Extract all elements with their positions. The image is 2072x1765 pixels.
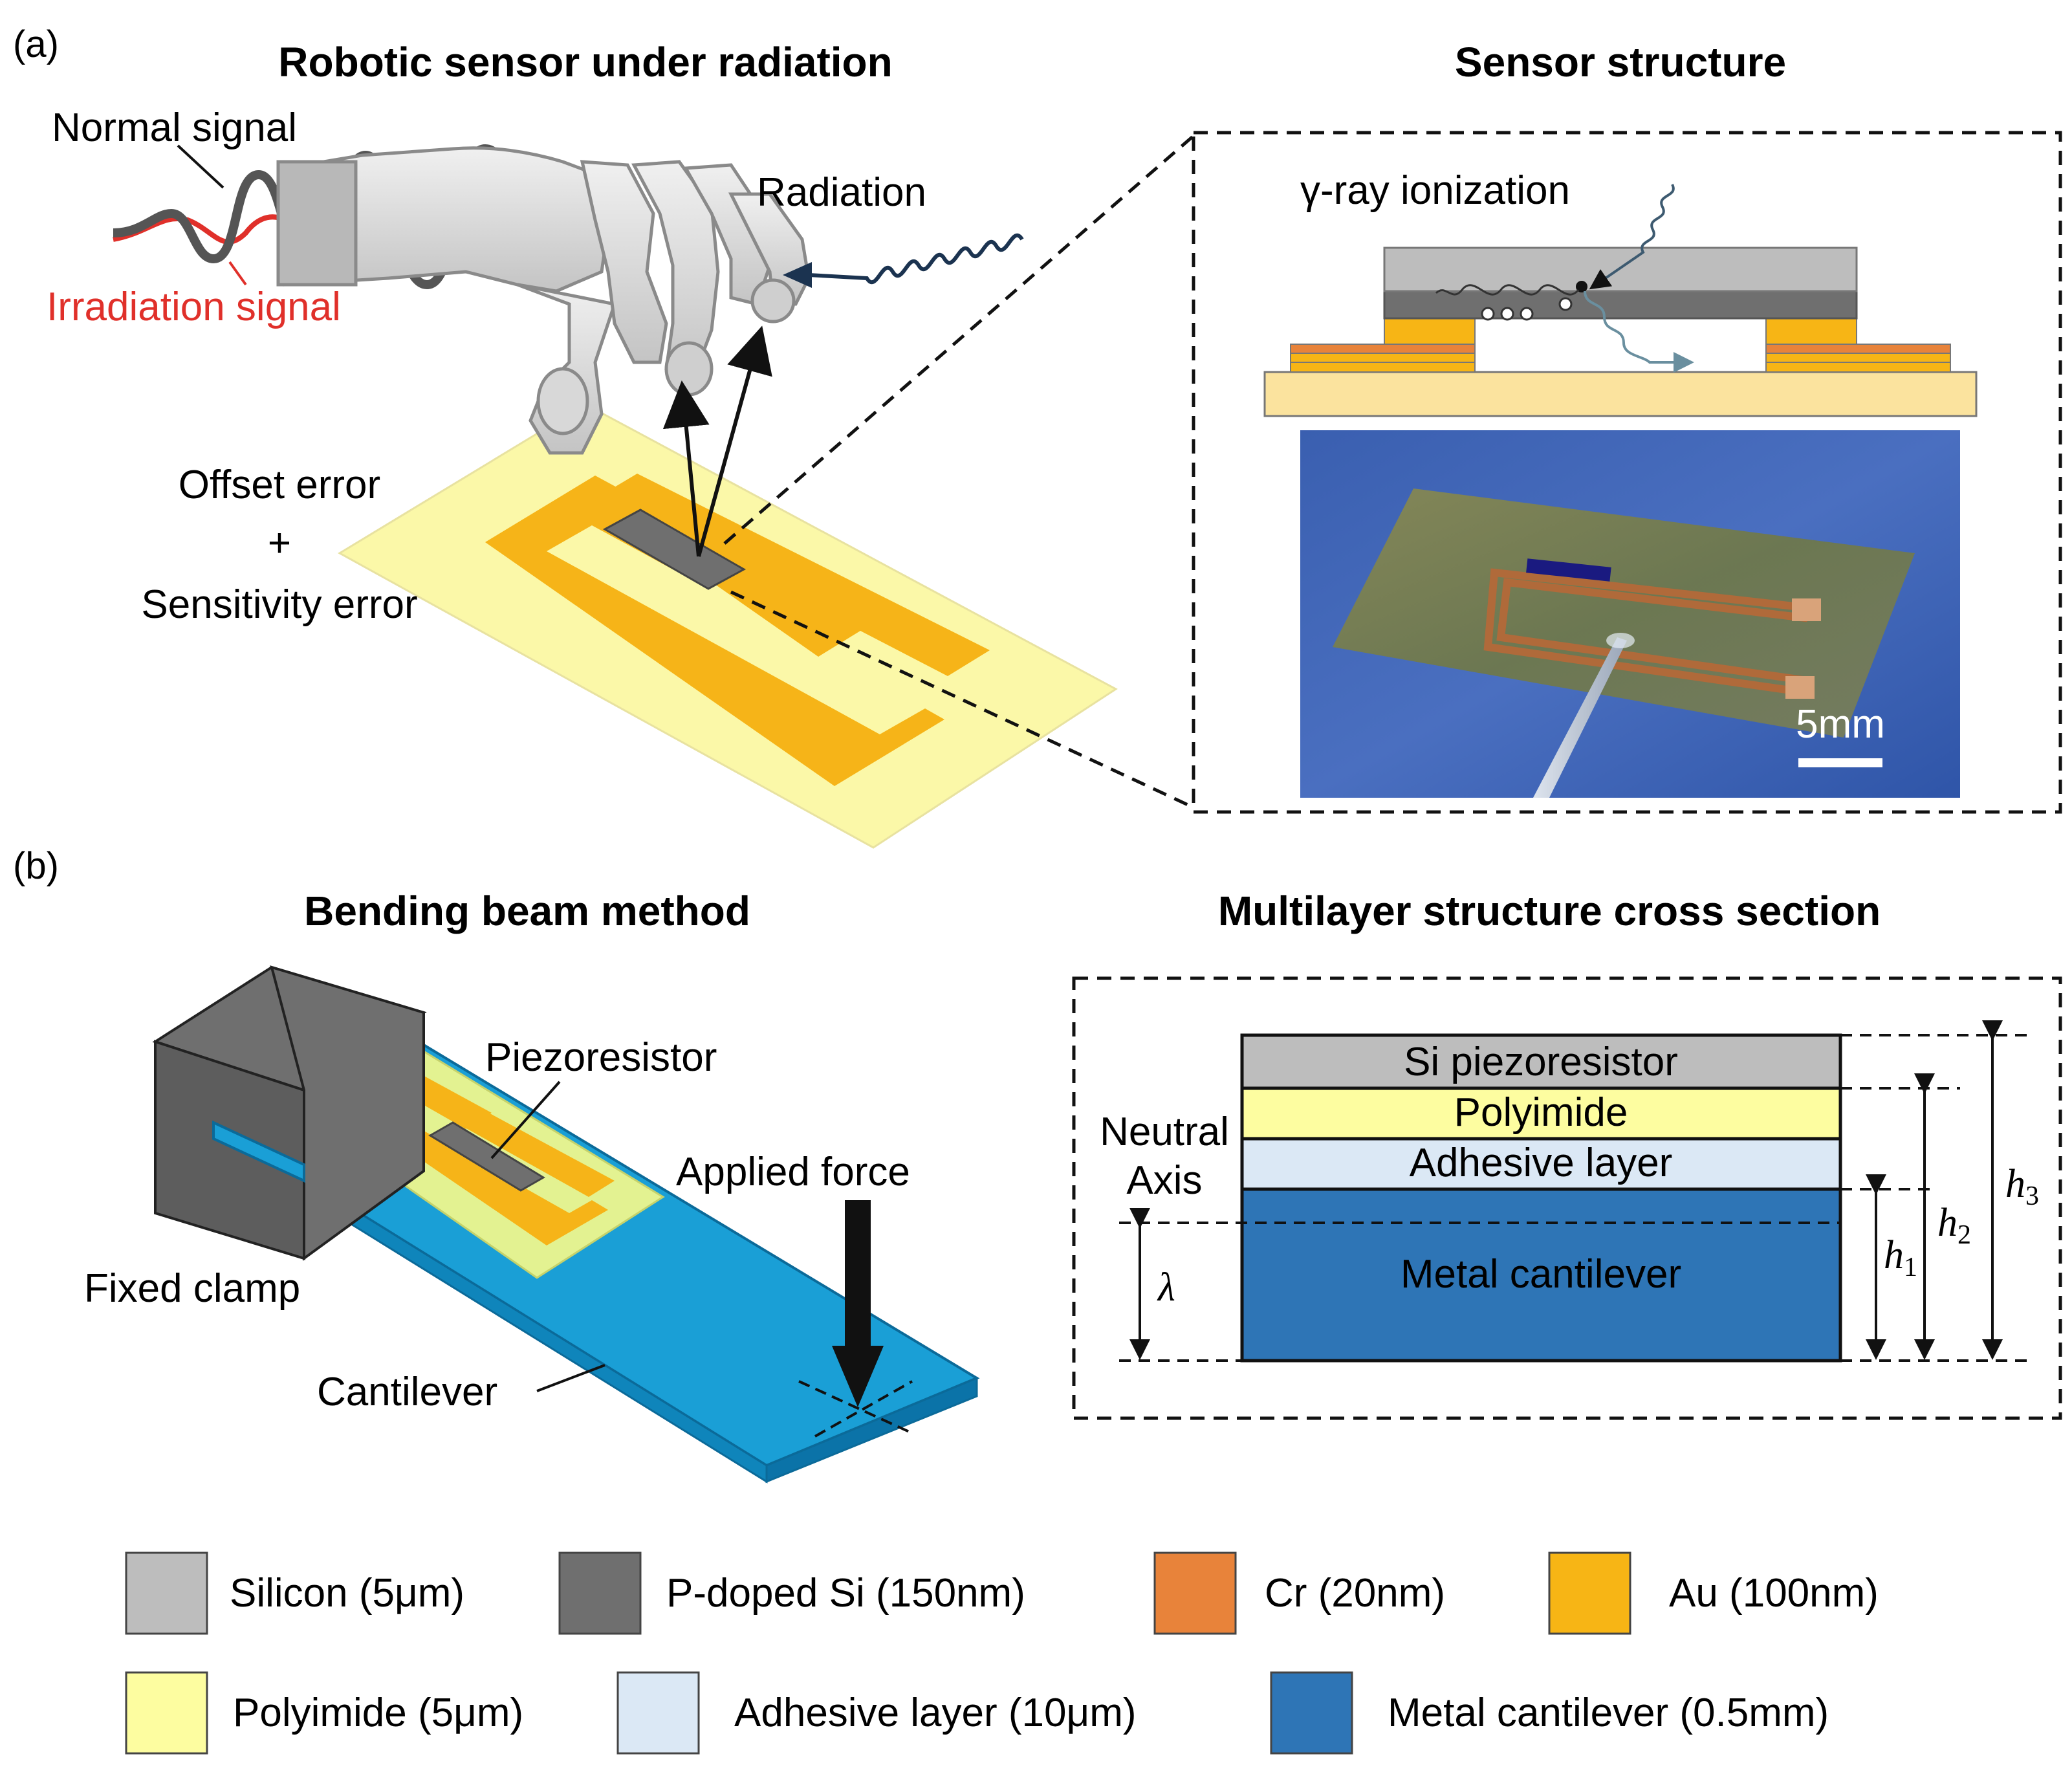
layer-adhesive <box>1240 1137 1842 1191</box>
offset-error-label: Offset error <box>179 463 380 507</box>
legend-label-1: P-doped Si (150nm) <box>666 1571 1025 1616</box>
legend-swatch-5 <box>616 1671 700 1755</box>
layer-metal-label: Metal cantilever <box>1401 1252 1681 1297</box>
applied-force-label: Applied force <box>676 1150 910 1194</box>
fixed-clamp <box>152 965 427 1261</box>
sensor-photo <box>1300 430 1960 798</box>
piezoresistor-leader <box>490 1080 561 1159</box>
sensor-cross-section <box>1263 184 1978 417</box>
lambda-label: λ <box>1157 1266 1175 1310</box>
normal-signal-pointer <box>177 144 224 189</box>
normal-signal-label: Normal signal <box>52 105 297 150</box>
h3-letter: h <box>2005 1162 2025 1206</box>
layer-si <box>1240 1033 1842 1090</box>
h2-subscript: 2 <box>1957 1220 1971 1250</box>
multilayer-box <box>1072 976 2062 1420</box>
irradiation-signal-label: Irradiation signal <box>47 285 341 329</box>
legend-swatch-6 <box>1270 1671 1353 1755</box>
cantilever-leader <box>536 1364 605 1392</box>
layer-polyimide <box>1240 1086 1842 1141</box>
sensor-structure-box <box>1192 131 2062 814</box>
scale-bar <box>1798 758 1882 767</box>
radiation-label: Radiation <box>757 170 926 215</box>
h3-label: h3 <box>2005 1162 2039 1211</box>
piezoresistor-chip <box>602 509 747 590</box>
radiation-wave <box>808 233 1024 285</box>
layer-si-label: Si piezoresistor <box>1404 1040 1678 1084</box>
legend-label-4: Polyimide (5μm) <box>233 1691 523 1735</box>
legend-swatch-2 <box>1153 1551 1237 1635</box>
legend-swatch-0 <box>125 1551 208 1635</box>
force-arrow-head <box>832 1346 884 1407</box>
layer-adhesive-label: Adhesive layer <box>1410 1141 1673 1185</box>
plus-label: + <box>268 521 291 565</box>
legend: Silicon (5μm) P-doped Si (150nm) Cr (20nm)… <box>125 1551 1879 1755</box>
legend-label-5: Adhesive layer (10μm) <box>734 1691 1137 1735</box>
zoom-line-bottom <box>730 590 1195 809</box>
sensitivity-error-label: Sensitivity error <box>141 582 417 627</box>
force-arrow-shaft <box>845 1200 871 1362</box>
legend-label-6: Metal cantilever (0.5mm) <box>1388 1691 1829 1735</box>
neutral-axis-label-1: Neutral <box>1100 1110 1229 1154</box>
panel-b-title-left: Bending beam method <box>304 888 750 934</box>
panel-b-label: (b) <box>13 845 59 887</box>
radiation-arrowhead <box>783 262 812 288</box>
irradiation-signal-pointer <box>228 261 247 286</box>
layer-metal <box>1240 1187 1842 1363</box>
scale-bar-label: 5mm <box>1796 702 1885 747</box>
force-crosshair-2 <box>814 1380 913 1438</box>
h2-letter: h <box>1937 1201 1957 1245</box>
fixed-clamp-label: Fixed clamp <box>84 1266 300 1311</box>
zoom-line-top <box>723 135 1195 545</box>
h1-letter: h <box>1884 1233 1904 1277</box>
h1-label: h1 <box>1884 1233 1917 1282</box>
cantilever-label: Cantilever <box>317 1370 497 1414</box>
h1-subscript: 1 <box>1904 1253 1917 1282</box>
legend-swatch-4 <box>125 1671 208 1755</box>
h2-label: h2 <box>1937 1201 1971 1250</box>
panel-a-label: (a) <box>13 23 59 65</box>
panel-b-title-right: Multilayer structure cross section <box>1218 888 1881 934</box>
neutral-axis-label-2: Axis <box>1126 1158 1202 1203</box>
panel-a-title-right: Sensor structure <box>1455 39 1786 85</box>
legend-label-2: Cr (20nm) <box>1265 1571 1445 1616</box>
force-crosshair-1 <box>798 1380 913 1434</box>
robotic-hand <box>276 146 811 455</box>
layer-polyimide-label: Polyimide <box>1454 1090 1628 1135</box>
beam-piezoresistor <box>428 1121 545 1192</box>
finger-arrow-1 <box>662 380 710 557</box>
legend-label-0: Silicon (5μm) <box>230 1571 464 1616</box>
gamma-ray-label: γ-ray ionization <box>1300 168 1570 213</box>
legend-swatch-1 <box>558 1551 642 1635</box>
panel-a-title-left: Robotic sensor under radiation <box>278 39 892 85</box>
legend-swatch-3 <box>1548 1551 1631 1635</box>
piezoresistor-label: Piezoresistor <box>485 1035 717 1080</box>
h3-subscript: 3 <box>2025 1181 2039 1211</box>
multilayer-stack <box>1240 1033 1842 1363</box>
sensor-board <box>338 403 1118 849</box>
legend-label-3: Au (100nm) <box>1669 1571 1879 1616</box>
finger-arrow-2 <box>697 325 772 557</box>
